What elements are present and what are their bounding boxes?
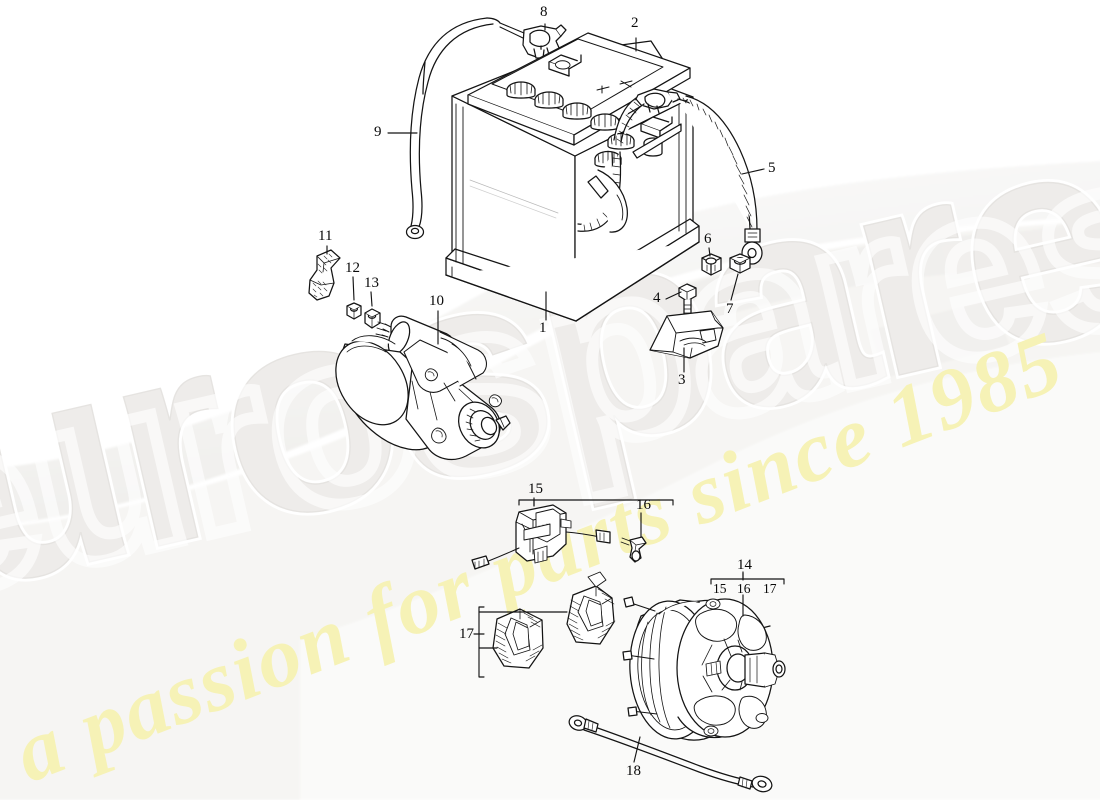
callout-16: 16	[636, 497, 651, 513]
bracket-label-17: 17	[763, 581, 777, 596]
bracket-label-16: 16	[737, 581, 751, 596]
callout-5: 5	[768, 160, 776, 176]
callout-1: 1	[539, 320, 547, 336]
callout-8: 8	[540, 4, 548, 20]
battery-polarity-marks	[548, 54, 682, 159]
part-15-voltage-regulator	[471, 504, 611, 570]
part-3-hold-down-clamp	[649, 310, 724, 359]
part-17-brush-holders	[492, 571, 616, 669]
part-16-terminal-connector	[620, 536, 647, 563]
callout-3: 3	[678, 372, 686, 388]
part-5-positive-cable	[577, 88, 763, 265]
bracket-15-16	[518, 499, 674, 507]
part-11-cable-shoe	[308, 249, 341, 301]
part-6-hex-nut	[701, 253, 722, 276]
bracket-14	[710, 572, 785, 617]
callout-12: 12	[345, 260, 360, 276]
bracket-label-15: 15	[713, 581, 727, 596]
callout-13: 13	[364, 275, 379, 291]
callout-4: 4	[653, 290, 661, 306]
part-8-terminal-clamp	[499, 22, 567, 59]
callout-9: 9	[374, 124, 382, 140]
part-7-washer	[729, 253, 751, 274]
callout-6: 6	[704, 231, 712, 247]
part-12-lock-washer	[346, 302, 362, 320]
callout-17: 17	[459, 626, 474, 642]
callout-18: 18	[626, 763, 641, 779]
bracket-17	[478, 606, 568, 678]
callout-2: 2	[631, 15, 639, 31]
callout-11: 11	[318, 228, 333, 244]
part-10-starter-motor	[335, 315, 511, 461]
callout-14: 14	[737, 557, 752, 573]
part-14-alternator	[622, 596, 786, 741]
callout-7: 7	[726, 301, 734, 317]
battery-cell-caps	[506, 81, 635, 168]
callout-10: 10	[429, 293, 444, 309]
part-18-ground-cable	[568, 715, 773, 793]
callout-15: 15	[528, 481, 543, 497]
